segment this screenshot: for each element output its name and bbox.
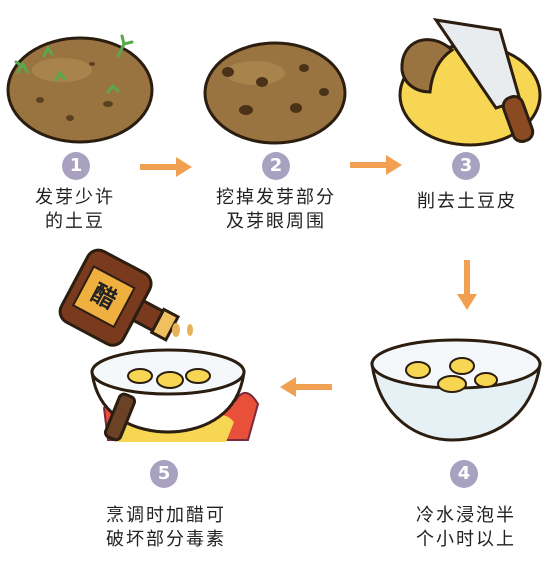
step-1-caption-line-1: 发芽少许 <box>35 187 115 208</box>
step-2-caption-line-2: 及芽眼周围 <box>226 211 326 232</box>
step-1-caption: 发芽少许 的土豆 <box>10 186 140 234</box>
step-2-number-badge: 2 <box>262 152 290 180</box>
arrow-left-icon <box>280 377 332 397</box>
step-3-caption-line-1: 削去土豆皮 <box>417 191 517 212</box>
sprouting-potato-illustration <box>6 34 154 144</box>
dug-potato-illustration <box>203 41 347 145</box>
step-2-caption: 挖掉发芽部分 及芽眼周围 <box>200 186 352 234</box>
step-4-caption: 冷水浸泡半 个小时以上 <box>396 504 536 552</box>
step-2-caption-line-1: 挖掉发芽部分 <box>216 187 336 208</box>
step-3-number-badge: 3 <box>452 152 480 180</box>
step-5-number-badge: 5 <box>150 460 178 488</box>
vinegar-bottle-illustration: 醋 <box>58 248 193 347</box>
arrow-right-icon <box>350 155 402 175</box>
step-5-caption: 烹调时加醋可 破坏部分毒素 <box>84 504 248 552</box>
step-4-number-badge: 4 <box>450 460 478 488</box>
peeling-potato-illustration <box>398 17 542 147</box>
step-3-caption: 削去土豆皮 <box>400 190 534 214</box>
arrow-right-icon <box>140 157 192 177</box>
wok-on-fire-illustration <box>90 348 260 442</box>
step-1-number-badge: 1 <box>62 152 90 180</box>
step-4-caption-line-1: 冷水浸泡半 <box>416 505 516 526</box>
arrow-down-icon <box>457 260 477 310</box>
soaking-bowl-illustration <box>370 338 542 442</box>
step-5-caption-line-1: 烹调时加醋可 <box>106 505 226 526</box>
step-4-caption-line-2: 个小时以上 <box>416 529 516 550</box>
step-5-caption-line-2: 破坏部分毒素 <box>106 529 226 550</box>
step-1-caption-line-2: 的土豆 <box>45 211 105 232</box>
